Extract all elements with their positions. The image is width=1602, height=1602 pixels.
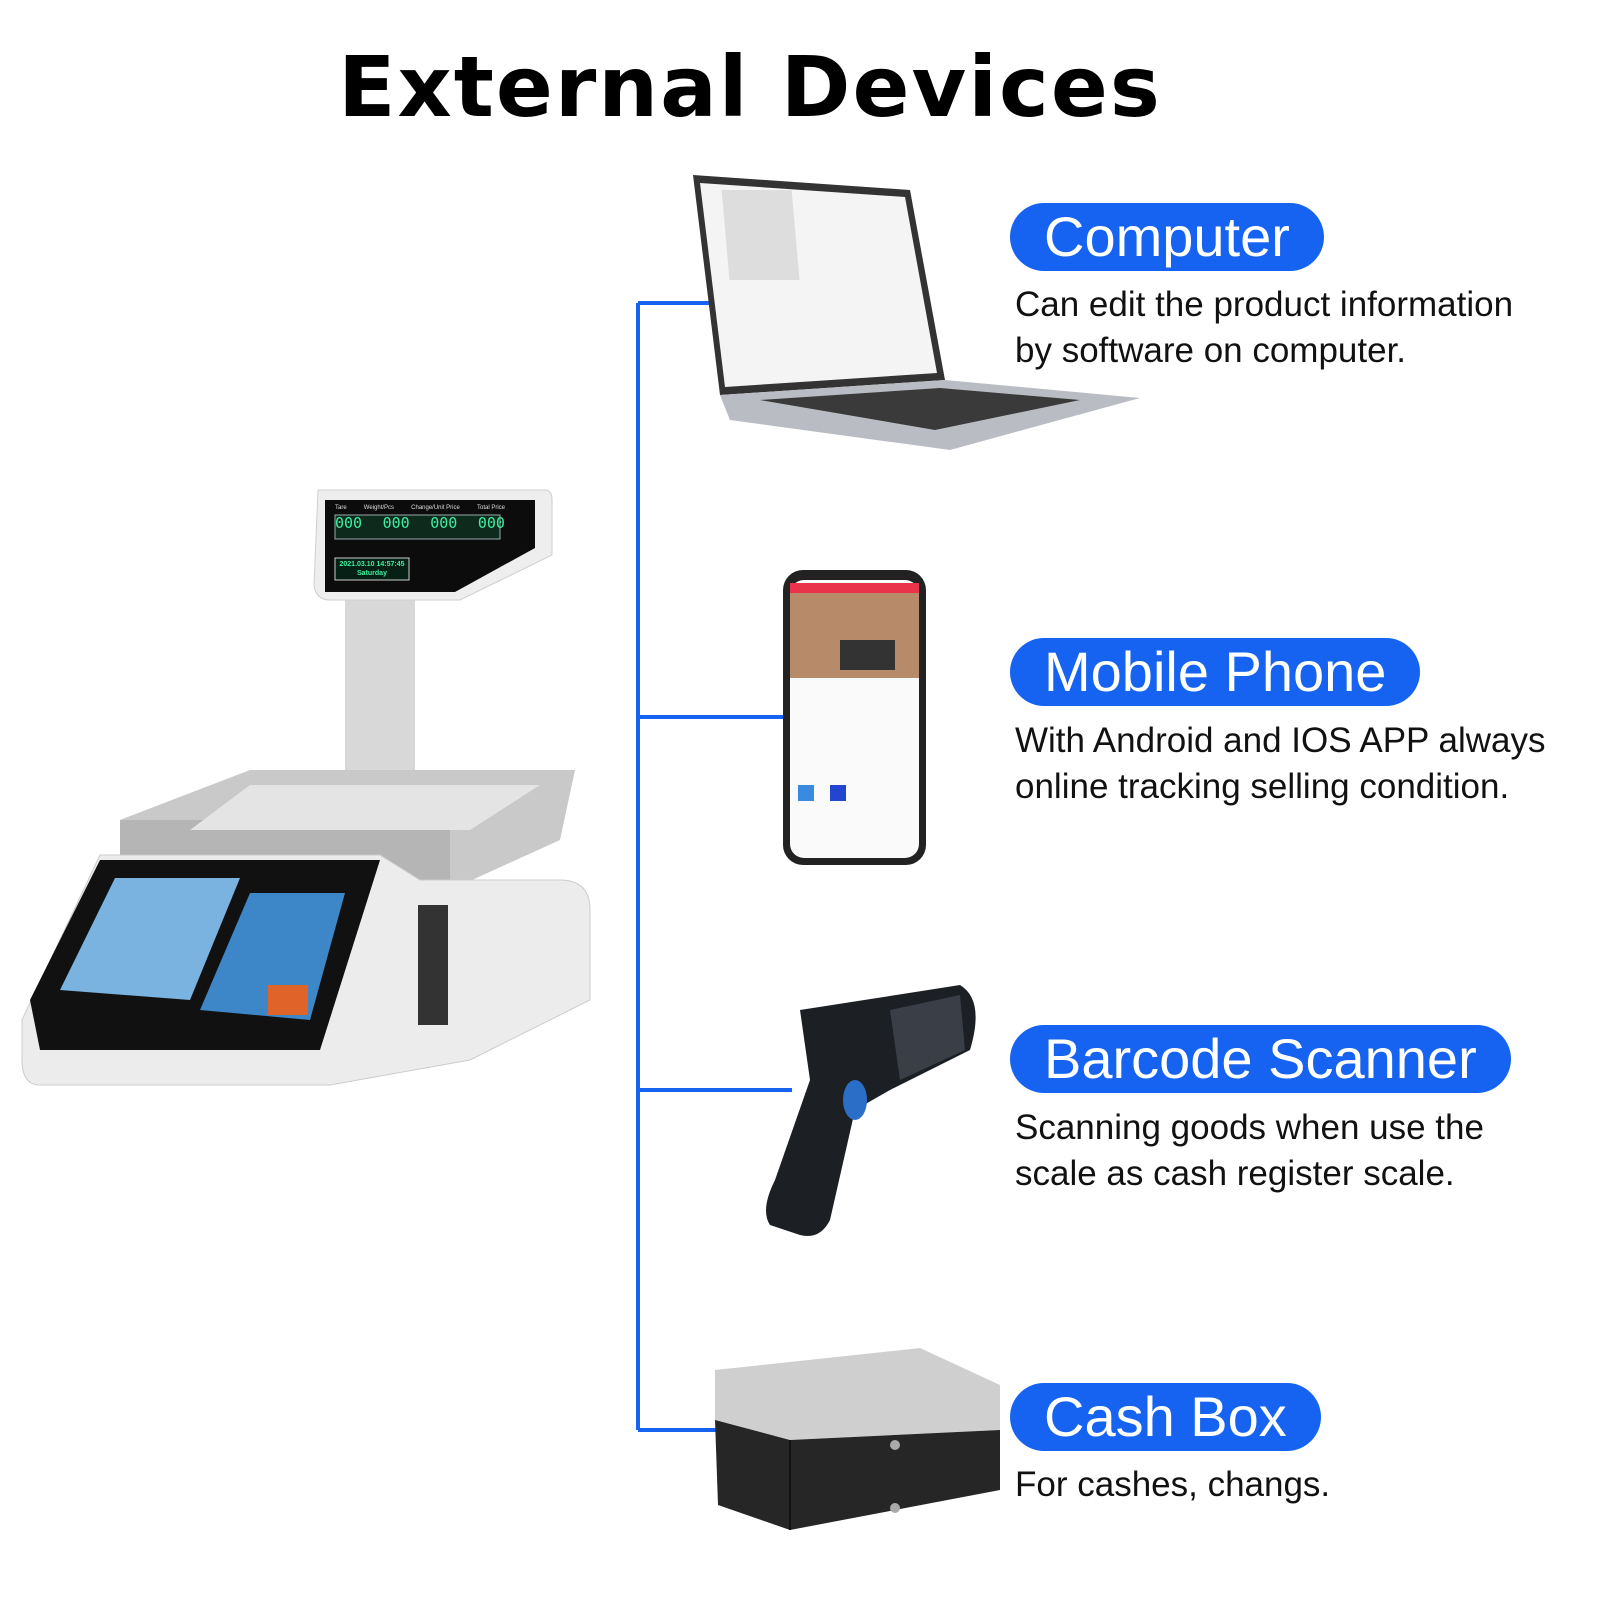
desc-line: Can edit the product information — [1015, 285, 1514, 324]
laptop-image — [693, 175, 1140, 450]
desc-line: With Android and IOS APP always — [1015, 721, 1546, 760]
desc-mobile-phone: With Android and IOS APP always online t… — [1015, 718, 1545, 810]
barcode-scanner-image — [766, 985, 976, 1236]
desc-line: For cashes, changs. — [1015, 1465, 1331, 1504]
display-label-tare: Tare — [335, 505, 347, 511]
connector-lines — [636, 301, 792, 1432]
cash-box-image — [715, 1348, 1000, 1530]
scale-display: Tare Weight/Pcs Change/Unit Price Total … — [335, 505, 505, 532]
display-reading-weight: 000 — [382, 514, 410, 532]
desc-line: by software on computer. — [1015, 331, 1407, 370]
scale-day: Saturday — [357, 570, 387, 577]
display-label-total: Total Price — [476, 505, 505, 511]
desc-line: Scanning goods when use the — [1015, 1108, 1484, 1147]
display-label-weight: Weight/Pcs — [363, 505, 395, 511]
scale-datetime: 2021.03.10 14:57:45 — [339, 561, 405, 568]
badge-barcode-scanner: Barcode Scanner — [1010, 1025, 1511, 1093]
smartphone-image — [783, 570, 926, 865]
desc-barcode-scanner: Scanning goods when use the scale as cas… — [1015, 1105, 1484, 1197]
badge-computer: Computer — [1010, 203, 1324, 271]
scale-clock: 2021.03.10 14:57:45 Saturday — [336, 560, 408, 578]
badge-cash-box: Cash Box — [1010, 1383, 1321, 1451]
price-scale-image — [21, 489, 591, 1086]
desc-line: online tracking selling condition. — [1015, 767, 1510, 806]
page-title: External Devices — [338, 38, 1162, 136]
display-reading-total: 000 — [477, 514, 505, 532]
desc-cash-box: For cashes, changs. — [1015, 1462, 1330, 1508]
display-label-unit-price: Change/Unit Price — [411, 505, 460, 511]
display-reading-unit-price: 000 — [430, 514, 458, 532]
desc-line: scale as cash register scale. — [1015, 1154, 1455, 1193]
desc-computer: Can edit the product information by soft… — [1015, 282, 1513, 374]
display-reading-tare: 000 — [335, 514, 363, 532]
badge-mobile-phone: Mobile Phone — [1010, 638, 1421, 706]
